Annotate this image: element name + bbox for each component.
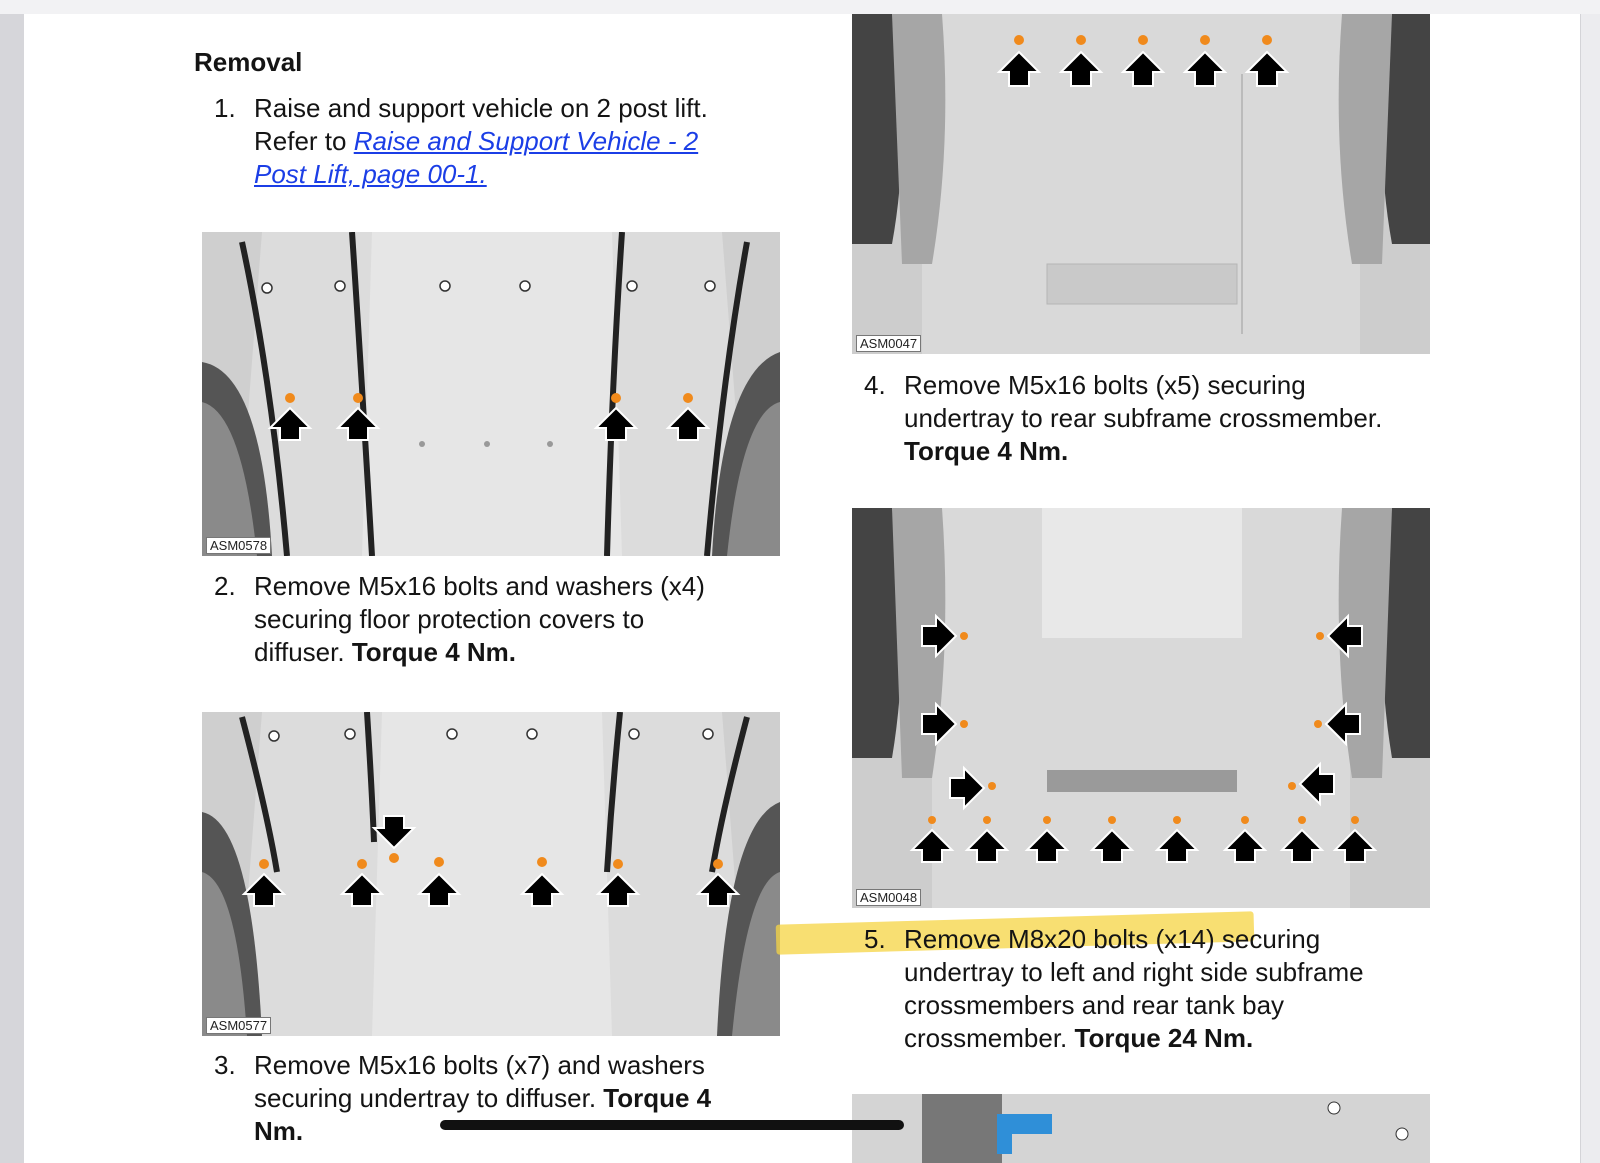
left-gutter (0, 14, 24, 1163)
step-3-line-3: Nm. (254, 1115, 303, 1148)
underbody-illustration (202, 712, 780, 1036)
torque-value: Torque 4 (603, 1083, 712, 1113)
section-heading: Removal (194, 47, 303, 77)
step-number: 2. (214, 571, 236, 601)
figure-label: ASM0047 (856, 335, 922, 352)
figure-asm0578: ASM0578 (202, 232, 780, 556)
torque-value: Torque 4 Nm. (904, 436, 1069, 466)
figure-label: ASM0048 (856, 889, 922, 906)
step-2-line-3: diffuser. Torque 4 Nm. (254, 636, 516, 669)
figure-label: ASM0578 (206, 537, 272, 554)
figure-label: ASM0577 (206, 1017, 272, 1034)
underbody-illustration (852, 508, 1430, 908)
step-4-line-3: Torque 4 Nm. (904, 435, 1068, 468)
scrollbar[interactable] (1580, 14, 1600, 1163)
step-number: 1. (214, 93, 236, 123)
step-2-line-2: securing floor protection covers to (254, 604, 645, 634)
underbody-illustration (852, 1094, 1430, 1163)
underbody-illustration (852, 14, 1430, 354)
refer-text: Refer to (254, 126, 354, 156)
figure-asm0577: ASM0577 (202, 712, 780, 1036)
torque-value: Torque 4 Nm. (351, 637, 517, 667)
step-4-line-1: Remove M5x16 bolts (x5) securing (904, 370, 1306, 400)
home-indicator[interactable] (440, 1120, 904, 1130)
step-4-line-2: undertray to rear subframe crossmember. (904, 403, 1383, 433)
step-3-text: securing undertray to diffuser. (254, 1083, 604, 1113)
reference-link[interactable]: Raise and Support Vehicle - 2 (353, 126, 699, 156)
top-bar (0, 0, 1600, 15)
torque-value: Torque 24 Nm. (1074, 1023, 1254, 1053)
figure-asm0048: ASM0048 (852, 508, 1430, 908)
step-5-line-3: crossmembers and rear tank bay (904, 990, 1285, 1020)
step-number: 5. (864, 924, 886, 954)
step-1-line-3: Post Lift, page 00-1. (254, 158, 487, 191)
step-1-line-2: Refer to Raise and Support Vehicle - 2 (254, 125, 698, 158)
step-3-line-1: Remove M5x16 bolts (x7) and washers (254, 1050, 705, 1080)
step-5-line-4: crossmember. Torque 24 Nm. (904, 1022, 1253, 1055)
figure-asm0047: ASM0047 (852, 14, 1430, 354)
step-5-line-1: Remove M8x20 bolts (x14) securing (904, 924, 1321, 954)
figure-partial (852, 1094, 1430, 1163)
step-5-text: crossmember. (904, 1023, 1075, 1053)
document-page: Removal 1. Raise and support vehicle on … (24, 14, 1580, 1163)
underbody-illustration (202, 232, 780, 556)
reference-link-continued[interactable]: Post Lift, page 00-1. (254, 159, 487, 189)
step-5-line-2: undertray to left and right side subfram… (904, 957, 1364, 987)
step-1-line-1: Raise and support vehicle on 2 post lift… (254, 93, 708, 123)
torque-value-continued: Nm. (254, 1116, 304, 1146)
step-3-line-2: securing undertray to diffuser. Torque 4 (254, 1082, 711, 1115)
step-number: 4. (864, 370, 886, 400)
step-number: 3. (214, 1050, 236, 1080)
step-2-text: diffuser. (254, 637, 352, 667)
step-2-line-1: Remove M5x16 bolts and washers (x4) (254, 571, 705, 601)
